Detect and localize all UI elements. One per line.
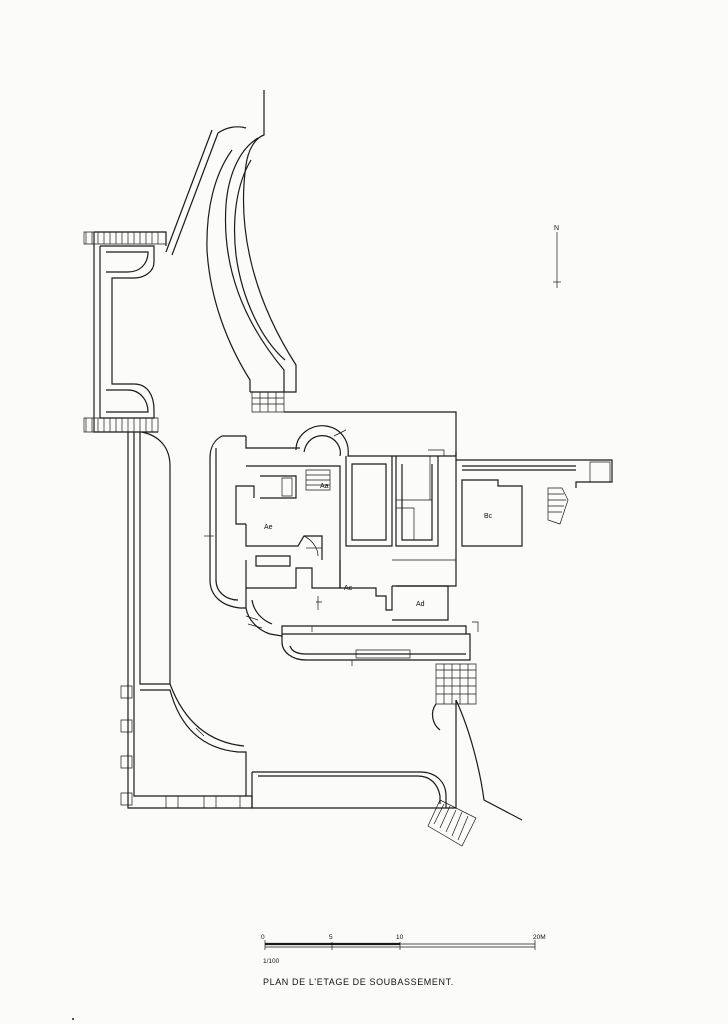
room-label-ac: Ac <box>344 585 353 592</box>
room-label-ad: Ad <box>416 601 425 608</box>
scale-tick-0: 0 <box>261 934 265 941</box>
scale-tick-10: 10 <box>396 934 404 941</box>
main-building <box>204 425 613 666</box>
drawing-title: PLAN DE L'ETAGE DE SOUBASSEMENT. <box>263 977 454 987</box>
scale-bar: 0 5 10 20M <box>261 934 546 950</box>
room-label-bc: Bc <box>484 513 493 520</box>
room-label-ae: Ae <box>264 524 273 531</box>
scan-speck <box>72 1018 74 1020</box>
scale-tick-5: 5 <box>329 934 333 941</box>
room-label-aa: Aa <box>320 483 329 490</box>
west-corridor <box>120 431 523 847</box>
scale-ratio: 1/100 <box>263 958 280 965</box>
north-label: N <box>554 225 559 232</box>
west-balcony <box>83 231 167 433</box>
east-stair <box>431 663 477 731</box>
scale-tick-20: 20M <box>533 934 546 941</box>
room-labels: Aa Ae Ac Ad Bc <box>264 483 493 608</box>
curved-ramp <box>165 90 457 452</box>
north-arrow: N <box>553 225 561 288</box>
